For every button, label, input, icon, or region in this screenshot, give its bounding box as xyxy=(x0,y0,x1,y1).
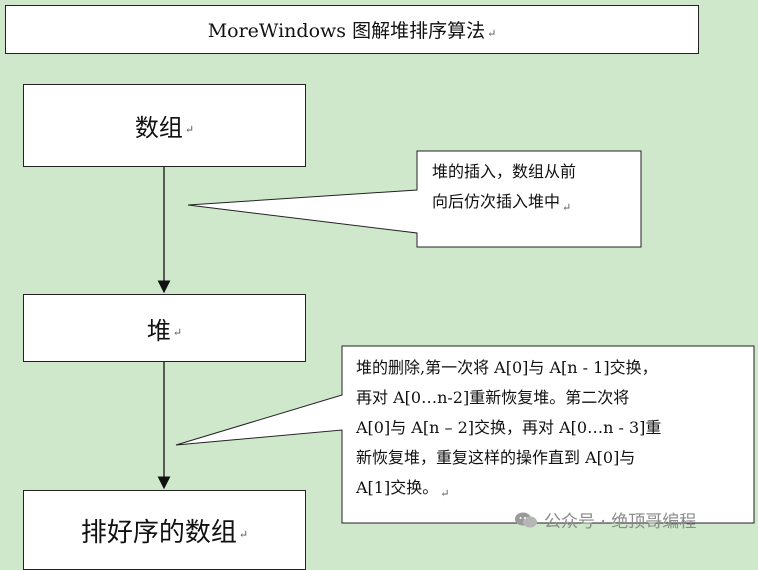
callout-delete-line: 新恢复堆，重复这样的操作直到 A[0]与 xyxy=(356,448,636,467)
callout-insert-line: 向后仿次插入堆中 xyxy=(432,192,561,211)
callout-insert-bubble xyxy=(187,150,642,248)
return-mark: ↵ xyxy=(440,487,450,500)
node-array: 数组 ↵ xyxy=(23,84,306,167)
callout-delete-bubble xyxy=(175,345,755,524)
watermark: 公众号 · 绝顶哥编程 xyxy=(514,507,696,532)
node-sorted-label: 排好序的数组 xyxy=(80,517,237,548)
callout-insert-line: 堆的插入，数组从前 xyxy=(432,162,577,181)
callout-delete-line: 堆的删除,第一次将 A[0]与 A[n - 1]交换， xyxy=(356,358,658,377)
return-mark: ↵ xyxy=(562,201,572,214)
callout-delete-line: A[0]与 A[n – 2]交换，再对 A[0…n - 3]重 xyxy=(356,418,662,437)
node-array-label: 数组 xyxy=(134,114,183,142)
diagram-title-text: MoreWindows 图解堆排序算法 xyxy=(207,20,486,42)
node-heap: 堆 ↵ xyxy=(23,294,306,362)
node-sorted-array: 排好序的数组 ↵ xyxy=(23,490,306,570)
return-mark: ↵ xyxy=(487,27,497,40)
node-heap-label: 堆 xyxy=(146,316,171,345)
callout-delete-line: 再对 A[0…n-2]重新恢复堆。第二次将 xyxy=(356,388,630,407)
callout-delete-text: 堆的删除,第一次将 A[0]与 A[n - 1]交换， 再对 A[0…n-2]重… xyxy=(356,353,661,505)
callout-delete-line: A[1]交换。 xyxy=(356,478,439,497)
wechat-icon xyxy=(515,512,537,527)
callout-insert-text: 堆的插入，数组从前 向后仿次插入堆中↵ xyxy=(432,157,576,219)
return-mark: ↵ xyxy=(172,325,183,339)
return-mark: ↵ xyxy=(238,527,249,541)
connector-layer xyxy=(157,150,755,524)
return-mark: ↵ xyxy=(184,123,195,136)
diagram-title: MoreWindows 图解堆排序算法 ↵ xyxy=(5,5,699,54)
watermark-text: 公众号 · 绝顶哥编程 xyxy=(544,512,697,532)
